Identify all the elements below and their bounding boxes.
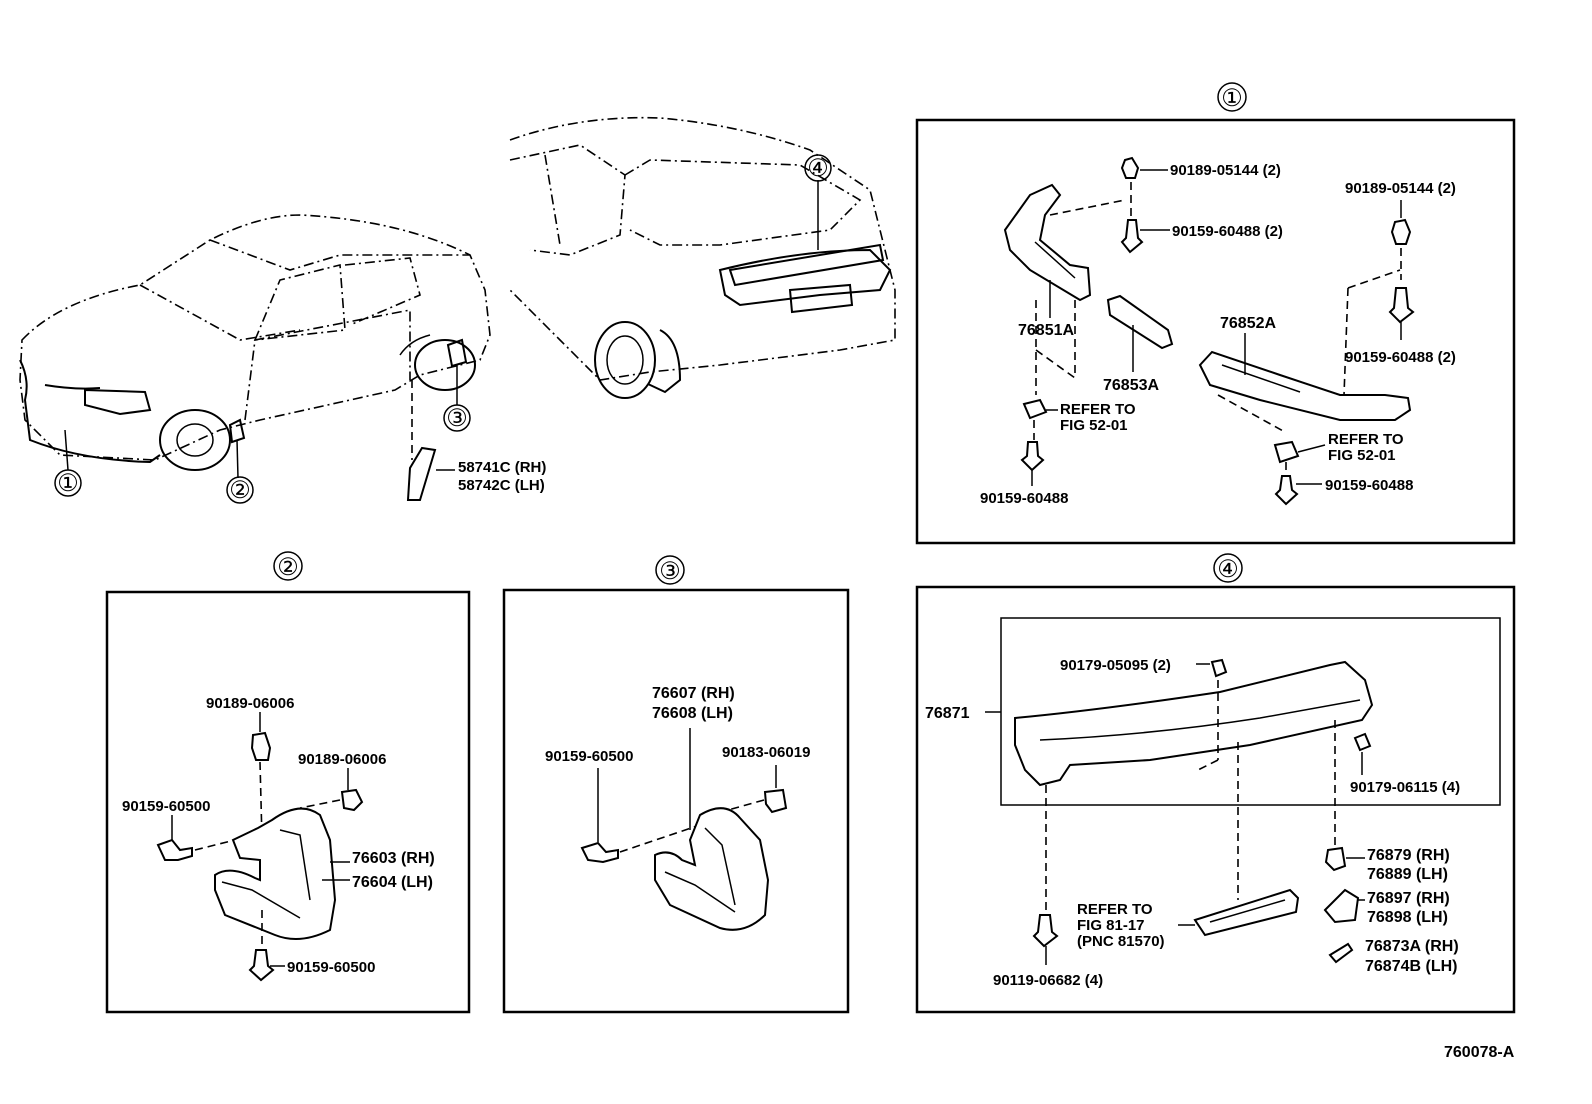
bolt-90119-icon (1032, 914, 1059, 948)
label-90189-05144-b: 90189-05144 (2) (1345, 180, 1456, 197)
label-refer4-line1: REFER TO (1077, 901, 1153, 918)
svg-text:②: ② (229, 477, 251, 504)
part-76607 (654, 807, 770, 931)
label-90189-06006-b: 90189-06006 (298, 751, 386, 768)
panel-4: ④ 90179-05095 (2) 76871 90179-061 (915, 553, 1516, 1014)
label-76898: 76898 (LH) (1367, 909, 1448, 926)
license-plate-area (788, 283, 854, 314)
label-76608: 76608 (LH) (652, 705, 733, 722)
high-mount-stop-light (1193, 888, 1300, 937)
part-76603 (214, 807, 337, 940)
label-90159-60500-b: 90159-60500 (287, 959, 375, 976)
panel-4-title: ④ (1217, 556, 1239, 583)
label-refer1-line2: FIG 52-01 (1060, 417, 1128, 434)
callout-4-overview: ④ (804, 154, 832, 182)
part-76871 (1014, 660, 1374, 787)
label-90119-06682: 90119-06682 (4) (993, 972, 1103, 989)
label-90159-60488-c: 90159-60488 (980, 490, 1068, 507)
label-refer4-line3: (PNC 81570) (1077, 933, 1165, 950)
panel-3: ③ 76607 (RH) 76608 (LH) 90159-60500 9018… (502, 555, 850, 1014)
label-90159-60500-a: 90159-60500 (122, 798, 210, 815)
label-90179-06115: 90179-06115 (4) (1350, 779, 1460, 796)
bolt-90159-icon (1120, 219, 1144, 254)
part-76879 (1324, 846, 1347, 872)
label-90159-60488-d: 90159-60488 (1325, 477, 1413, 494)
label-90189-06006-a: 90189-06006 (206, 695, 294, 712)
bolt-90159-side-icon (156, 838, 193, 861)
label-refer4-line2: FIG 81-17 (1077, 917, 1145, 934)
label-refer2-line2: FIG 52-01 (1328, 447, 1396, 464)
label-58741C: 58741C (RH) (458, 459, 546, 476)
nut-refer-right-icon (1273, 440, 1300, 464)
svg-text:④: ④ (807, 155, 829, 182)
part-76853A (1106, 294, 1174, 350)
label-90159-60500: 90159-60500 (545, 748, 633, 765)
svg-text:①: ① (57, 470, 79, 497)
label-90183-06019: 90183-06019 (722, 744, 810, 761)
panel-2: ② 90189-06006 90189-06006 90159-60500 76… (105, 551, 471, 1014)
figure-code: 760078-A (1444, 1044, 1515, 1061)
bolt-90159-right-icon (1388, 287, 1415, 324)
panel-4-frame (915, 585, 1516, 1014)
label-refer1-line1: REFER TO (1060, 401, 1136, 418)
mudguard-rear-marker-icon (446, 338, 468, 368)
part-76873A (1328, 942, 1354, 964)
label-76897: 76897 (RH) (1367, 890, 1450, 907)
clip-90183-icon (763, 788, 788, 814)
label-refer2-line1: REFER TO (1328, 431, 1404, 448)
panel-1-title: ① (1221, 85, 1243, 112)
front-mudguard-part (406, 446, 437, 501)
nut-refer-left-icon (1022, 398, 1048, 420)
label-76607: 76607 (RH) (652, 685, 735, 702)
svg-text:③: ③ (446, 405, 468, 432)
part-76897 (1323, 888, 1360, 924)
label-58742C: 58742C (LH) (458, 477, 545, 494)
label-90159-60488-a: 90159-60488 (2) (1172, 223, 1283, 240)
panel-3-title: ③ (659, 558, 681, 585)
label-90159-60488-b: 90159-60488 (2) (1345, 349, 1456, 366)
clip-90189-top-icon (250, 731, 272, 761)
label-90179-05095: 90179-05095 (2) (1060, 657, 1171, 674)
clip-90179-06115-icon (1353, 732, 1372, 752)
label-76874B: 76874B (LH) (1365, 958, 1457, 975)
panel-2-title: ② (277, 554, 299, 581)
callout-3-overview: ③ (443, 404, 471, 432)
panel-1-frame (915, 118, 1516, 545)
callout-1-overview: ① (54, 469, 82, 497)
bolt-90159-bottom-icon (1274, 475, 1299, 506)
clip-90189-right-icon (1390, 218, 1412, 245)
clip-90189-icon (1120, 156, 1140, 179)
mudguard-front-marker-icon (228, 418, 246, 444)
label-76853A: 76853A (1103, 377, 1159, 394)
part-76852A (1198, 350, 1412, 421)
label-76873A: 76873A (RH) (1365, 938, 1459, 955)
label-76851A: 76851A (1018, 322, 1074, 339)
label-76871: 76871 (925, 705, 970, 722)
bolt-90159-icon (580, 841, 619, 864)
label-76603: 76603 (RH) (352, 850, 435, 867)
label-76879: 76879 (RH) (1367, 847, 1450, 864)
panel-3-frame (502, 588, 850, 1014)
label-76604: 76604 (LH) (352, 874, 433, 891)
panel-2-frame (105, 590, 471, 1014)
sedan-rear-illustration (509, 116, 896, 399)
sedan-front-illustration (19, 214, 491, 501)
label-76889: 76889 (LH) (1367, 866, 1448, 883)
label-76852A: 76852A (1220, 315, 1276, 332)
bolt-90159-bottom-icon (248, 949, 275, 982)
callout-2-overview: ② (226, 476, 254, 504)
label-90189-05144-a: 90189-05144 (2) (1170, 162, 1281, 179)
clip-90189-side-icon (340, 788, 364, 812)
panel-1: ① (915, 82, 1516, 545)
rear-spoiler-marker (728, 243, 885, 287)
clip-90179-05095-icon (1210, 658, 1228, 678)
bolt-90159-left-icon (1020, 441, 1045, 472)
part-76851A (1003, 183, 1092, 302)
